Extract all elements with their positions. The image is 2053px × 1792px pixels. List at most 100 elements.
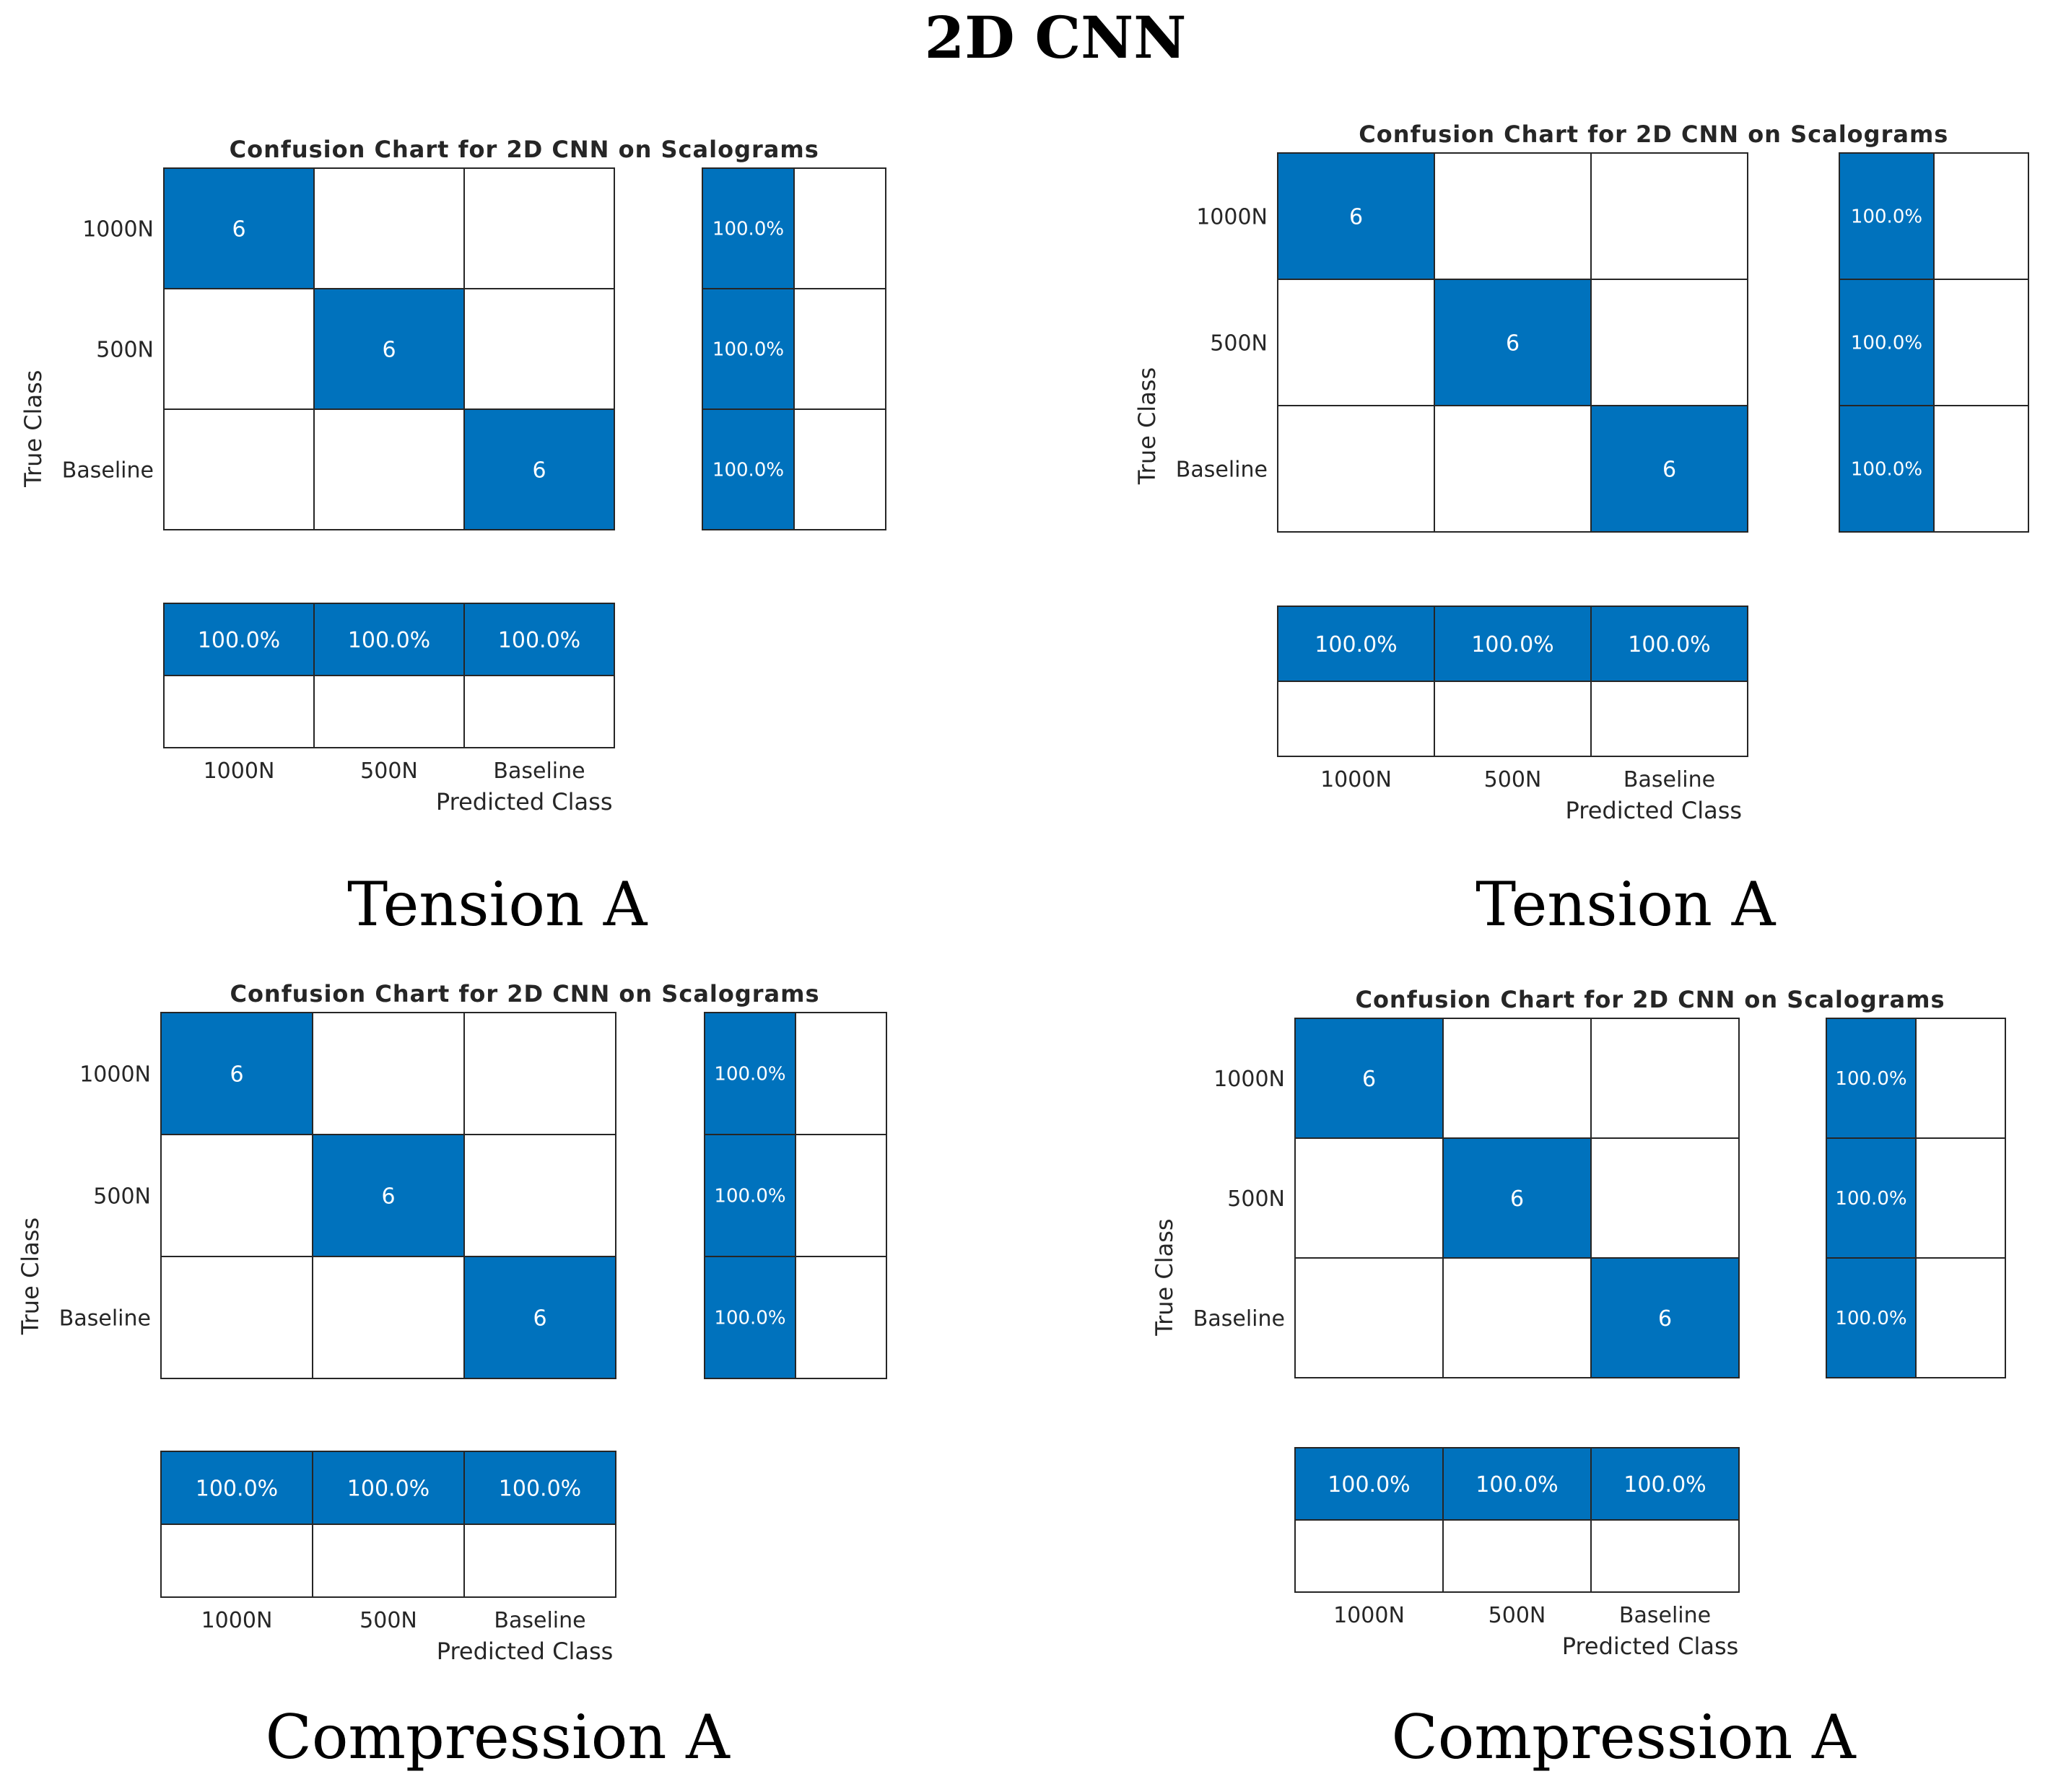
- matrix-cell: [163, 408, 315, 530]
- matrix-cell: [160, 1134, 313, 1257]
- y-tick-label: Baseline: [1193, 1306, 1285, 1332]
- row-summary-value: 100.0%: [1835, 1068, 1906, 1090]
- column-summary-cell: [1590, 1447, 1740, 1521]
- x-axis-label: Predicted Class: [436, 788, 613, 816]
- matrix-cell: [312, 1012, 465, 1135]
- matrix-cell: [312, 1134, 465, 1257]
- column-summary-value: 100.0%: [1471, 632, 1553, 657]
- row-summary-cell: [1915, 1257, 2006, 1378]
- row-summary-value: 100.0%: [1851, 333, 1922, 354]
- x-tick-label: Baseline: [494, 1608, 585, 1633]
- row-summary-cell: [793, 408, 886, 530]
- x-tick-label: 500N: [359, 1608, 417, 1633]
- matrix-cell: [1277, 405, 1435, 533]
- column-summary-cell: [1442, 1519, 1592, 1593]
- y-tick-label: 500N: [96, 338, 154, 363]
- row-summary-cell: [1933, 152, 2029, 280]
- row-summary-cell: [1839, 152, 1935, 280]
- matrix-cell: [1294, 1018, 1444, 1139]
- x-tick-label: Baseline: [1623, 767, 1715, 792]
- column-summary-cell: [160, 1524, 313, 1598]
- row-summary-value: 100.0%: [712, 219, 784, 240]
- chart-title: Confusion Chart for 2D CNN on Scalograms: [230, 136, 819, 163]
- row-summary-cell: [704, 1012, 796, 1135]
- column-summary-value: 100.0%: [1628, 632, 1710, 657]
- matrix-cell: [1442, 1257, 1592, 1378]
- matrix-cell: [1277, 152, 1435, 280]
- row-summary-cell: [793, 167, 886, 289]
- y-axis-label: True Class: [1151, 1218, 1178, 1336]
- row-summary-cell: [1826, 1018, 1917, 1139]
- row-summary-cell: [795, 1256, 887, 1379]
- row-summary-cell: [1915, 1018, 2006, 1139]
- row-summary-cell: [1933, 405, 2029, 533]
- matrix-cell: [1442, 1018, 1592, 1139]
- row-summary-cell: [1839, 279, 1935, 406]
- y-tick-label: Baseline: [62, 458, 154, 484]
- cell-value: 6: [232, 217, 245, 242]
- column-summary-cell: [163, 675, 315, 748]
- cell-value: 6: [1349, 205, 1363, 230]
- y-axis-label: True Class: [19, 370, 47, 488]
- confusion-chart-panel: Confusion Chart for 2D CNN on Scalograms…: [1151, 986, 2006, 1773]
- row-summary-cell: [795, 1134, 887, 1257]
- column-summary-cell: [463, 1524, 616, 1598]
- panel-caption: Tension A: [347, 869, 648, 940]
- row-summary-cell: [702, 167, 795, 289]
- y-tick-label: Baseline: [59, 1306, 151, 1332]
- panel-caption: Compression A: [266, 1702, 731, 1773]
- cell-value: 6: [1658, 1306, 1672, 1332]
- column-summary-value: 100.0%: [1315, 632, 1397, 657]
- matrix-cell: [160, 1256, 313, 1379]
- column-summary-cell: [313, 675, 465, 748]
- column-summary-cell: [312, 1524, 465, 1598]
- row-summary-cell: [793, 288, 886, 410]
- row-summary-value: 100.0%: [1835, 1188, 1906, 1210]
- y-axis-label: True Class: [1133, 367, 1161, 485]
- x-tick-label: 500N: [1484, 767, 1542, 792]
- x-tick-label: 500N: [360, 759, 418, 784]
- matrix-cell: [463, 408, 615, 530]
- matrix-cell: [1590, 1137, 1740, 1259]
- matrix-cell: [463, 167, 615, 289]
- confusion-chart-panel: Confusion Chart for 2D CNN on Scalograms…: [19, 136, 886, 940]
- matrix-cell: [160, 1012, 313, 1135]
- y-tick-label: 1000N: [79, 1062, 151, 1088]
- column-summary-cell: [1590, 681, 1748, 757]
- row-summary-cell: [795, 1012, 887, 1135]
- cell-value: 6: [1506, 331, 1520, 357]
- cell-value: 6: [1510, 1186, 1524, 1212]
- x-tick-label: 1000N: [1320, 767, 1392, 792]
- row-summary-cell: [1915, 1137, 2006, 1259]
- matrix-cell: [1294, 1137, 1444, 1259]
- matrix-cell: [313, 288, 465, 410]
- x-tick-label: Baseline: [493, 759, 585, 784]
- row-summary-cell: [702, 408, 795, 530]
- x-tick-label: 500N: [1488, 1603, 1546, 1628]
- cell-value: 6: [382, 338, 396, 363]
- cell-value: 6: [230, 1062, 243, 1088]
- y-tick-label: 500N: [93, 1184, 151, 1210]
- column-summary-cell: [313, 603, 465, 676]
- confusion-chart-panel: Confusion Chart for 2D CNN on Scalograms…: [17, 980, 887, 1773]
- column-summary-value: 100.0%: [198, 628, 280, 653]
- row-summary-value: 100.0%: [714, 1308, 785, 1329]
- y-axis-label: True Class: [17, 1218, 44, 1335]
- column-summary-cell: [463, 675, 615, 748]
- matrix-cell: [1590, 1018, 1740, 1139]
- matrix-cell: [312, 1256, 465, 1379]
- column-summary-value: 100.0%: [498, 628, 580, 653]
- cell-value: 6: [1662, 458, 1676, 483]
- cell-value: 6: [533, 1306, 546, 1332]
- row-summary-value: 100.0%: [1851, 206, 1922, 228]
- matrix-cell: [463, 1134, 616, 1257]
- column-summary-value: 100.0%: [499, 1477, 581, 1502]
- column-summary-cell: [463, 1451, 616, 1525]
- row-summary-value: 100.0%: [712, 460, 784, 481]
- panel-caption: Tension A: [1476, 869, 1777, 940]
- x-tick-label: 1000N: [204, 759, 275, 784]
- column-summary-value: 100.0%: [1623, 1472, 1706, 1498]
- matrix-cell: [1277, 279, 1435, 406]
- column-summary-cell: [160, 1451, 313, 1525]
- row-summary-value: 100.0%: [712, 339, 784, 361]
